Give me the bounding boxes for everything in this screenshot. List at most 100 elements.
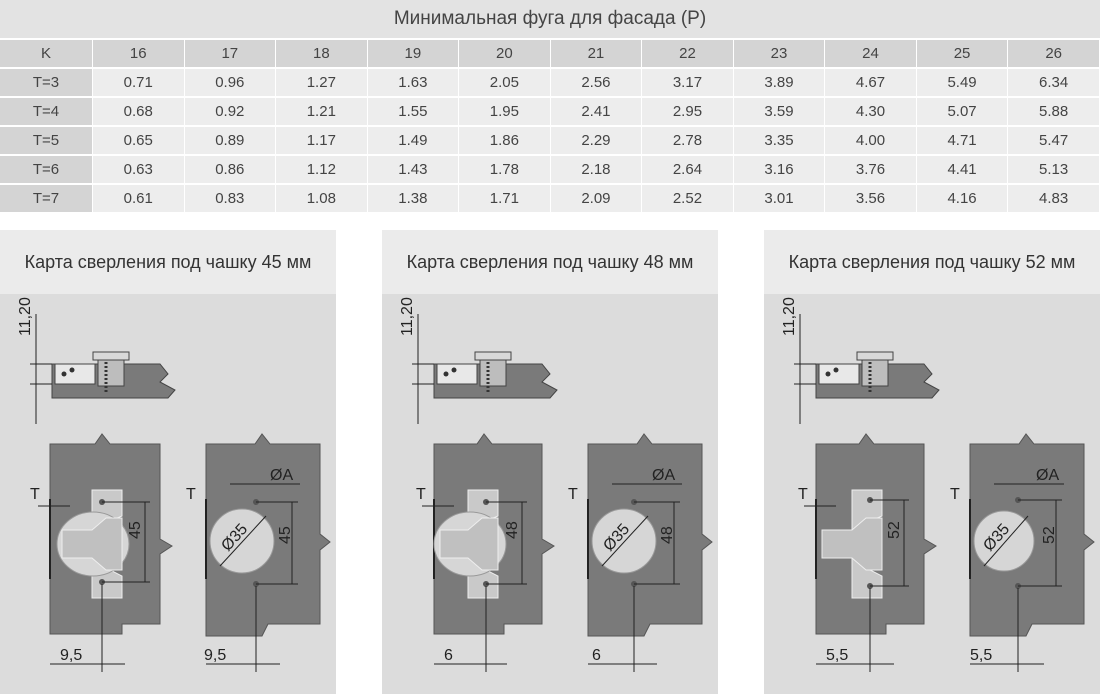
t-label-right: T xyxy=(186,486,196,503)
front-view-hinge: 52 5,5 T xyxy=(798,433,937,672)
hole-label: ØA xyxy=(652,467,675,484)
header-cell: 24 xyxy=(824,40,917,69)
t-label-right: T xyxy=(950,486,960,503)
table-cell: 3.16 xyxy=(733,155,826,185)
table-cell: 3.17 xyxy=(641,68,734,98)
table-cell: 3.01 xyxy=(733,184,826,214)
spacing-dim-right: 52 xyxy=(1041,526,1058,544)
drill-diagram: 11,20 48 6 T Ø35 xyxy=(399,297,713,672)
header-cell: 26 xyxy=(1007,40,1100,69)
table-cell: 2.95 xyxy=(641,97,734,127)
table-cell: 0.71 xyxy=(92,68,185,98)
table-cell: 5.07 xyxy=(916,97,1009,127)
table-cell: 1.71 xyxy=(458,184,551,214)
drill-map-48: Карта сверления под чашку 48 мм 11,20 48 xyxy=(382,230,718,694)
table-header-row: K 16 17 18 19 20 21 22 23 24 25 26 xyxy=(0,40,1100,69)
table-cell: 4.67 xyxy=(824,68,917,98)
table-cell: 1.55 xyxy=(367,97,460,127)
table-cell: 2.09 xyxy=(550,184,643,214)
table-cell: 1.08 xyxy=(275,184,368,214)
t-label: T xyxy=(30,486,40,503)
table-cell: 0.96 xyxy=(184,68,277,98)
drill-diagram: 11,20 52 5,5 T Ø35 xyxy=(781,297,1095,672)
header-cell: 18 xyxy=(275,40,368,69)
table-cell: 1.21 xyxy=(275,97,368,127)
table-cell: 1.12 xyxy=(275,155,368,185)
offset-left-dim: 9,5 xyxy=(60,647,82,664)
header-cell: 21 xyxy=(550,40,643,69)
t-label: T xyxy=(416,486,426,503)
table-cell: 2.29 xyxy=(550,126,643,156)
table-cell: 2.64 xyxy=(641,155,734,185)
table-cell: 2.05 xyxy=(458,68,551,98)
height-dim: 11,20 xyxy=(781,297,798,336)
offset-left-dim: 5,5 xyxy=(826,647,848,664)
offset-left-dim: 6 xyxy=(444,647,453,664)
table-cell: 0.63 xyxy=(92,155,185,185)
table-cell: 4.83 xyxy=(1007,184,1100,214)
row-label: T=4 xyxy=(0,97,93,127)
header-cell: 22 xyxy=(641,40,734,69)
row-label: T=5 xyxy=(0,126,93,156)
table-cell: 4.16 xyxy=(916,184,1009,214)
table-cell: 0.89 xyxy=(184,126,277,156)
table-cell: 1.63 xyxy=(367,68,460,98)
table-cell: 0.86 xyxy=(184,155,277,185)
front-view-cup: Ø35 48 ØA T 6 xyxy=(568,433,713,672)
table-cell: 1.38 xyxy=(367,184,460,214)
table-cell: 1.43 xyxy=(367,155,460,185)
table-cell: 5.49 xyxy=(916,68,1009,98)
table-cell: 2.41 xyxy=(550,97,643,127)
table-cell: 3.59 xyxy=(733,97,826,127)
offset-right-dim: 9,5 xyxy=(204,647,226,664)
panel-title: Карта сверления под чашку 48 мм xyxy=(382,230,718,294)
table-cell: 5.47 xyxy=(1007,126,1100,156)
front-view-cup: Ø35 52 ØA T 5,5 xyxy=(950,433,1095,672)
panel-title: Карта сверления под чашку 45 мм xyxy=(0,230,336,294)
table-cell: 3.35 xyxy=(733,126,826,156)
header-k-label: K xyxy=(0,40,93,69)
offset-right-dim: 6 xyxy=(592,647,601,664)
table-cell: 1.17 xyxy=(275,126,368,156)
spacing-dim-right: 45 xyxy=(277,526,294,544)
height-dim: 11,20 xyxy=(399,297,416,336)
table-cell: 5.13 xyxy=(1007,155,1100,185)
spacing-dim: 48 xyxy=(504,521,521,539)
table-cell: 3.56 xyxy=(824,184,917,214)
drill-diagram: 11,20 45 9,5 T Ø35 xyxy=(17,297,331,672)
table-cell: 4.41 xyxy=(916,155,1009,185)
side-view: 11,20 xyxy=(17,297,176,424)
table-cell: 0.83 xyxy=(184,184,277,214)
side-view: 11,20 xyxy=(781,297,940,424)
row-label: T=3 xyxy=(0,68,93,98)
t-label-right: T xyxy=(568,486,578,503)
header-cell: 23 xyxy=(733,40,826,69)
table-cell: 4.71 xyxy=(916,126,1009,156)
drill-map-52: Карта сверления под чашку 52 мм 11,20 52 xyxy=(764,230,1100,694)
table-cell: 2.52 xyxy=(641,184,734,214)
height-dim: 11,20 xyxy=(17,297,34,336)
row-label: T=6 xyxy=(0,155,93,185)
table-cell: 0.68 xyxy=(92,97,185,127)
hole-label: ØA xyxy=(270,467,293,484)
table-cell: 3.89 xyxy=(733,68,826,98)
row-label: T=7 xyxy=(0,184,93,214)
side-view: 11,20 xyxy=(399,297,558,424)
table-cell: 1.27 xyxy=(275,68,368,98)
spacing-dim: 52 xyxy=(886,521,903,539)
spacing-dim: 45 xyxy=(127,521,144,539)
table-title: Минимальная фуга для фасада (P) xyxy=(0,0,1100,38)
header-cell: 25 xyxy=(916,40,1009,69)
table-cell: 2.56 xyxy=(550,68,643,98)
spacing-dim-right: 48 xyxy=(659,526,676,544)
header-cell: 19 xyxy=(367,40,460,69)
table-cell: 1.86 xyxy=(458,126,551,156)
table-cell: 3.76 xyxy=(824,155,917,185)
table-cell: 2.78 xyxy=(641,126,734,156)
